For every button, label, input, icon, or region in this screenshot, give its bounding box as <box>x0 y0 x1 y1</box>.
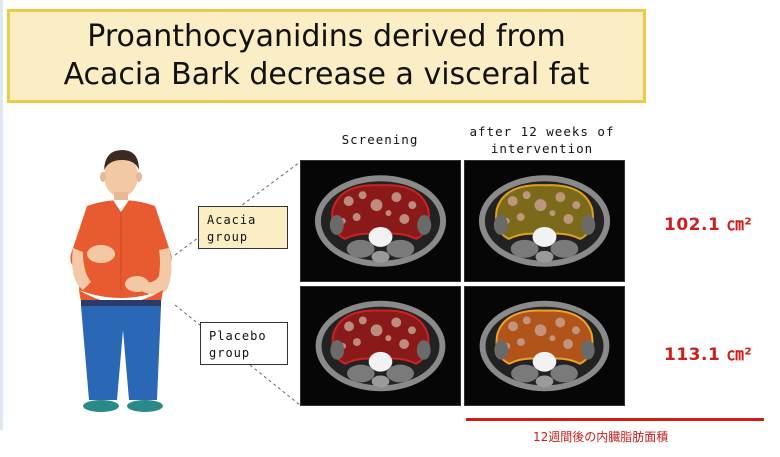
person-figure-icon <box>70 150 172 412</box>
column-header-after: after 12 weeks of intervention <box>462 123 622 157</box>
column-after-line-2: intervention <box>490 141 594 156</box>
column-screening-label: Screening <box>341 132 419 147</box>
ct-placebo-after <box>464 286 625 406</box>
left-divider <box>0 0 3 430</box>
column-header-screening: Screening <box>335 131 425 148</box>
acacia-group-line-2: group <box>207 230 249 244</box>
column-after-line-1: after 12 weeks of <box>469 124 615 139</box>
title-line-2: Acacia Bark decrease a visceral fat <box>63 57 590 92</box>
acacia-measurement: 102.1 ㎝² <box>664 215 753 235</box>
title-line-1: Proanthocyanidins derived from <box>87 19 566 54</box>
placebo-measurement: 113.1 ㎝² <box>664 345 753 365</box>
ct-acacia-after <box>464 160 625 282</box>
acacia-group-line-1: Acacia <box>207 213 257 227</box>
caption-underline <box>466 418 764 421</box>
ct-placebo-screening <box>300 286 461 406</box>
slide: Proanthocyanidins derived from Acacia Ba… <box>0 0 646 430</box>
acacia-group-label: Acacia group <box>198 206 288 249</box>
placebo-group-line-1: Placebo <box>209 329 267 343</box>
placebo-group-line-2: group <box>209 346 251 360</box>
caption-text: 12週間後の内臓脂肪面積 <box>533 430 669 444</box>
ct-acacia-screening <box>300 160 461 282</box>
placebo-group-label: Placebo group <box>200 322 288 365</box>
title-box: Proanthocyanidins derived from Acacia Ba… <box>7 9 646 103</box>
